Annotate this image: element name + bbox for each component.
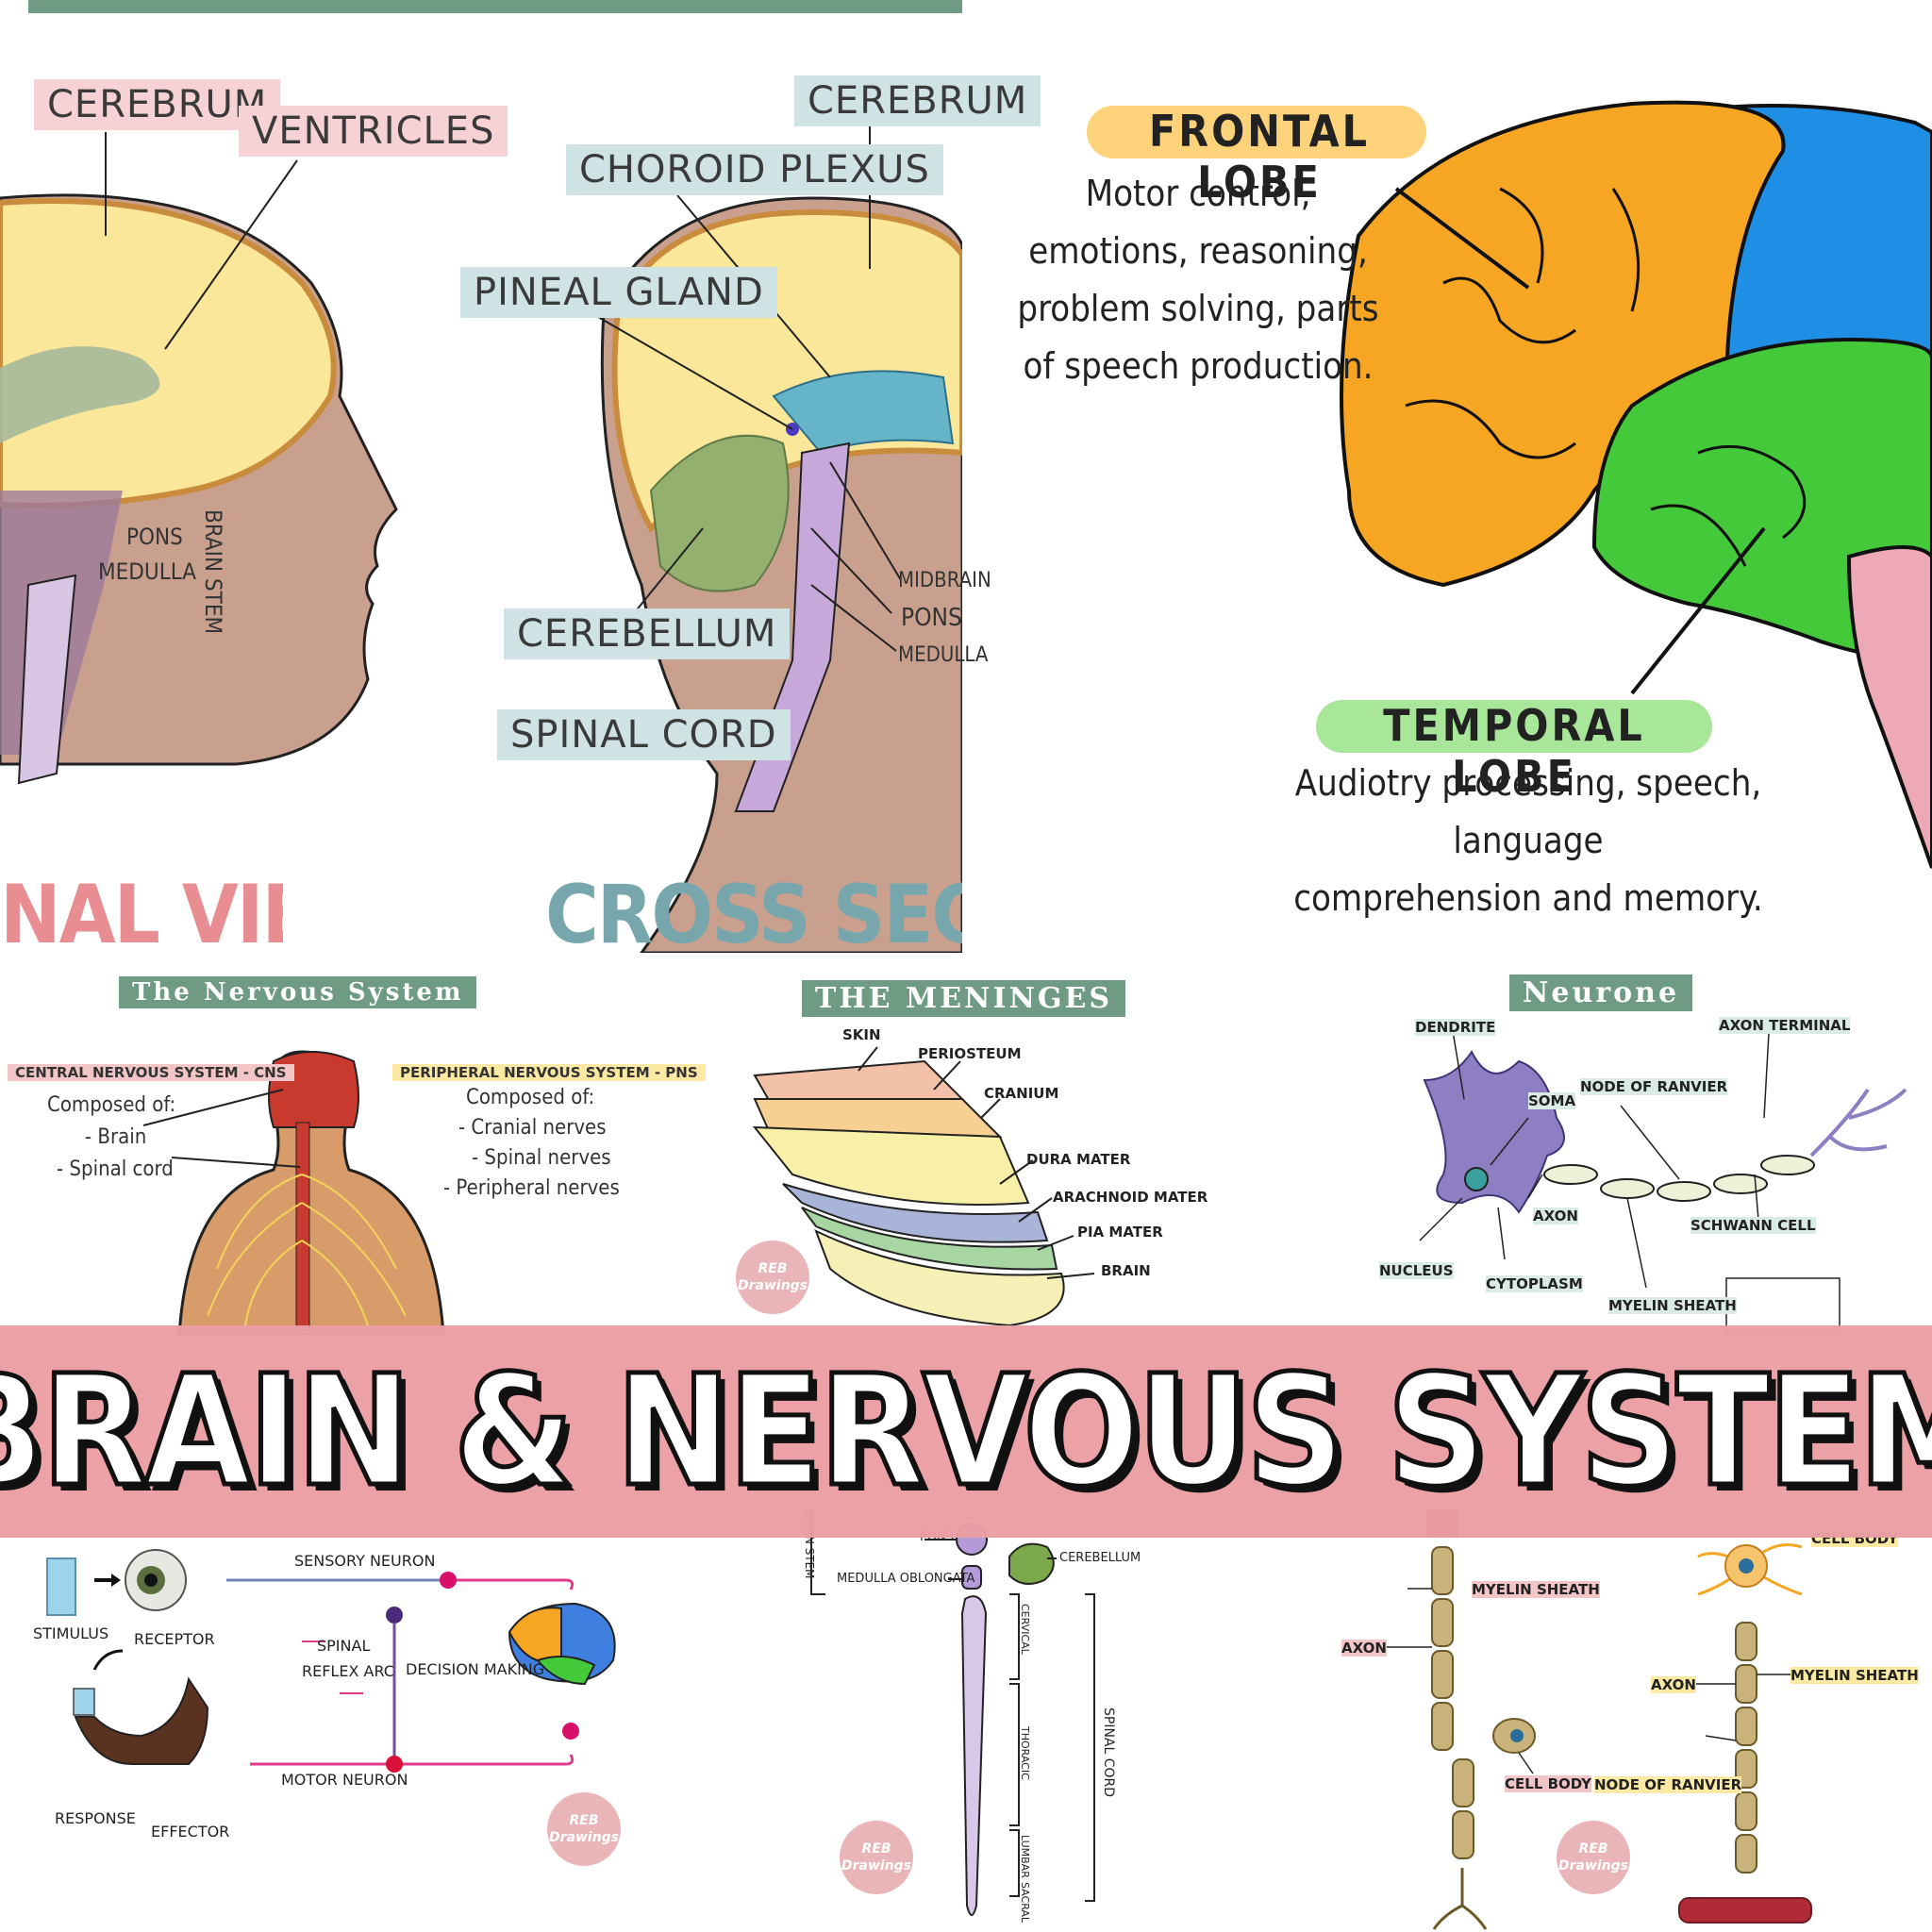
banner-title: BRAIN & NERVOUS SYSTEM [0,1341,1932,1523]
label-sensory-neuron: SENSORY NEURON [294,1552,436,1570]
panel-meninges: THE MENINGES SKIN PERIOSTEUM CRANIUM DUR… [717,958,1283,1335]
label-cerebellum-cord: CEREBELLUM [1059,1551,1141,1565]
label-medulla-oblongata: MEDULLA OBLONGATA [837,1572,975,1586]
label-node-of-ranvier-right: NODE OF RANVIER [1594,1776,1742,1793]
label-axon-terminal: AXON TERMINAL [1719,1017,1851,1034]
label-soma: SOMA [1528,1092,1576,1109]
pns-line-4: - Peripheral nerves [443,1176,620,1200]
label-decision-making: DECISION MAKING [406,1660,545,1678]
pns-line-1: Composed of: [466,1086,595,1109]
label-schwann-cell: SCHWANN CELL [1690,1217,1816,1234]
label-axon-right: AXON [1651,1676,1696,1693]
temporal-lobe-description: Audiotry processing, speech, language co… [1226,755,1830,927]
label-cerebrum-cross: CEREBRUM [794,75,1041,126]
panel-nervous-system: The Nervous System CENTRAL NERVOUS SYSTE… [0,958,706,1335]
label-skin: SKIN [842,1026,881,1043]
frontal-line-1: Motor control, [1085,173,1311,214]
label-lumbar: LUMBAR [1019,1835,1031,1878]
pns-list: Composed of: - Cranial nerves - Spinal n… [443,1083,620,1204]
label-sacral: SACRAL [1019,1882,1031,1924]
label-cerebrum-side: CEREBRUM [34,79,281,130]
panel-neurone: Neurone DENDRITE AXON TERMINAL SOMA NODE… [1358,958,1932,1335]
panel-reflex-arc: STIMULUS RECEPTOR SENSORY NEURON SPINAL … [0,1509,660,1932]
panel-brain-lobes: FRONTAL LOBE Motor control, emotions, re… [972,0,1932,953]
label-ventricles: VENTRICLES [239,106,508,157]
pns-line-2: - Cranial nerves [458,1116,607,1140]
title-banner [0,1325,1932,1538]
label-receptor: RECEPTOR [134,1630,215,1648]
header-neurone: Neurone [1509,974,1693,1011]
frontal-lobe-title: FRONTAL LOBE [1148,106,1371,208]
label-cranium: CRANIUM [984,1085,1059,1102]
cns-line-3: - Spinal cord [57,1158,174,1181]
label-axon-left: AXON [1341,1640,1387,1657]
header-nervous-system: The Nervous System [119,976,477,1008]
label-thoracic: THORACIC [1019,1726,1031,1780]
frontal-line-4: of speech production. [1023,345,1374,387]
label-motor-neuron: MOTOR NEURON [281,1771,408,1789]
label-dendrite: DENDRITE [1415,1019,1496,1036]
label-myelin-sheath-left: MYELIN SHEATH [1472,1581,1600,1598]
cns-title: CENTRAL NERVOUS SYSTEM - CNS [8,1064,294,1081]
frontal-lobe-description: Motor control, emotions, reasoning, prob… [991,165,1406,395]
label-brain: BRAIN [1101,1262,1151,1279]
label-pia-mater: PIA MATER [1077,1224,1163,1241]
body-illustration [142,1050,445,1335]
label-axon: AXON [1533,1208,1578,1224]
pns-line-3: - Spinal nerves [472,1146,611,1170]
label-effector: EFFECTOR [151,1823,230,1840]
label-choroid-plexus: CHOROID PLEXUS [566,144,943,195]
panel-brain-side-view: CEREBRUM VENTRICLES PONS MEDULLA BRAIN S… [0,0,1041,962]
label-arachnoid-mater: ARACHNOID MATER [1053,1189,1208,1206]
label-pineal-gland: PINEAL GLAND [460,267,777,318]
label-cytoplasm: CYTOPLASM [1486,1275,1583,1292]
label-periosteum: PERIOSTEUM [918,1045,1022,1062]
caption-cross-section: CROSS SECTI [545,868,962,962]
label-cervical: CERVICAL [1019,1604,1031,1655]
label-myelin-sheath-neurone: MYELIN SHEATH [1608,1297,1737,1314]
label-spinal-cord-vertical: SPINAL CORD [1101,1707,1116,1798]
cns-line-2: - Brain [85,1125,147,1149]
reflex-arc-illustration [46,1549,616,1773]
lobes-illustration [1087,100,1932,869]
panel-neuron-types: CELL BODY MYELIN SHEATH AXON CELL BODY A… [1321,1509,1932,1932]
pns-title: PERIPHERAL NERVOUS SYSTEM - PNS [392,1064,706,1081]
head-illustration [0,0,962,953]
label-medulla-side: MEDULLA [98,558,197,585]
label-pons-side: PONS [126,524,183,550]
neuron-types-illustration [1377,1509,1812,1930]
label-pons-cross: PONS [901,604,962,632]
frontal-line-3: problem solving, parts [1017,288,1379,329]
label-brain-stem-side: BRAIN STEM [200,509,226,635]
header-meninges: THE MENINGES [802,980,1126,1017]
caption-lateral-view: NAL VIEW [0,868,283,962]
label-nucleus: NUCLEUS [1379,1262,1454,1279]
label-cell-body-left: CELL BODY [1505,1775,1591,1792]
meninges-illustration [752,1046,1095,1327]
temporal-line-1: Audiotry processing, speech, language [1294,762,1762,861]
frontal-line-2: emotions, reasoning, [1028,230,1368,272]
temporal-lobe-title: TEMPORAL LOBE [1383,700,1645,802]
label-medulla-cross: MEDULLA [898,643,989,667]
neurone-illustration [1419,1030,1907,1335]
label-spinal-cord-cross: SPINAL CORD [497,709,791,760]
temporal-line-2: comprehension and memory. [1293,877,1763,919]
label-node-of-ranvier: NODE OF RANVIER [1580,1078,1728,1095]
label-spinal: SPINAL [317,1637,371,1655]
cns-line-1: Composed of: [47,1093,176,1117]
label-response: RESPONSE [55,1809,136,1827]
label-dura-mater: DURA MATER [1026,1151,1131,1168]
cns-list: Composed of: - Brain - Spinal cord [47,1090,175,1186]
label-midbrain: MIDBRAIN [898,569,991,592]
label-myelin-sheath-right: MYELIN SHEATH [1790,1667,1919,1684]
label-cerebellum-cross: CEREBELLUM [504,608,791,659]
label-reflex-arc: REFLEX ARC [302,1662,394,1680]
panel-spinal-cord: BRAIN STEM PONS CEREBELLUM MEDULLA OBLON… [797,1509,1156,1932]
label-stimulus: STIMULUS [33,1624,109,1642]
